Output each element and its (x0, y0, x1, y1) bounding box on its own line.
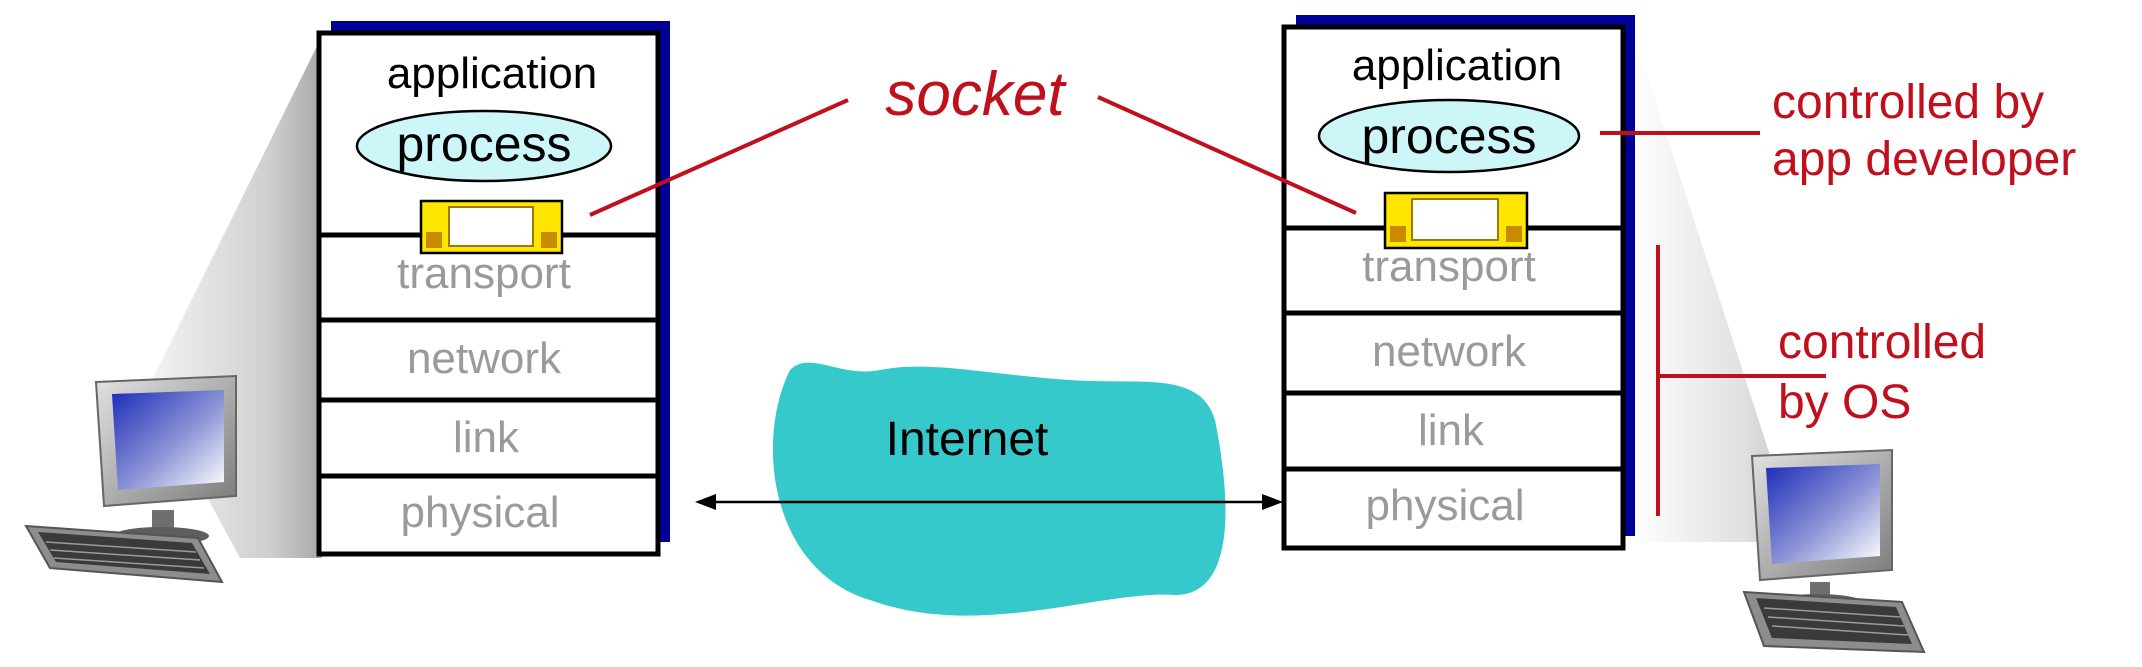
right-process (1317, 98, 1581, 174)
left-layer-network: network (407, 334, 562, 383)
socket-pointer-right (1097, 95, 1357, 215)
os-line-1: controlled (1778, 316, 1986, 369)
left-socket (419, 199, 564, 255)
socket-label: socket (885, 60, 1067, 129)
right-layer-link: link (1418, 406, 1485, 455)
internet-cloud (772, 362, 1226, 616)
left-process-label: process (396, 116, 571, 172)
right-host-projection (1632, 28, 1820, 542)
internet-label: Internet (886, 413, 1049, 466)
right-socket (1383, 191, 1529, 250)
app-developer-line-2: app developer (1772, 133, 2076, 186)
right-application-label: application (1352, 41, 1562, 90)
right-layer-physical: physical (1366, 481, 1525, 530)
right-process-label: process (1361, 108, 1536, 164)
desktop-computer-icon (24, 374, 237, 584)
physical-link-arrow (695, 494, 1283, 510)
socket-pointer-left (589, 98, 849, 217)
left-layer-physical: physical (401, 488, 560, 537)
os-annotation: controlled by OS (1778, 316, 1999, 429)
left-application-label: application (387, 49, 597, 98)
left-layer-link: link (453, 413, 520, 462)
left-process (355, 109, 613, 183)
right-host: application process transport network li… (1281, 15, 1926, 654)
left-host: application process transport network li… (24, 21, 670, 584)
app-developer-line-1: controlled by (1772, 76, 2044, 129)
os-line-2: by OS (1778, 376, 1911, 429)
left-layer-transport: transport (397, 249, 571, 298)
right-layer-network: network (1372, 327, 1527, 376)
right-layer-transport: transport (1362, 242, 1536, 291)
app-developer-annotation: controlled by app developer (1772, 76, 2076, 186)
desktop-computer-icon (1742, 448, 1926, 654)
